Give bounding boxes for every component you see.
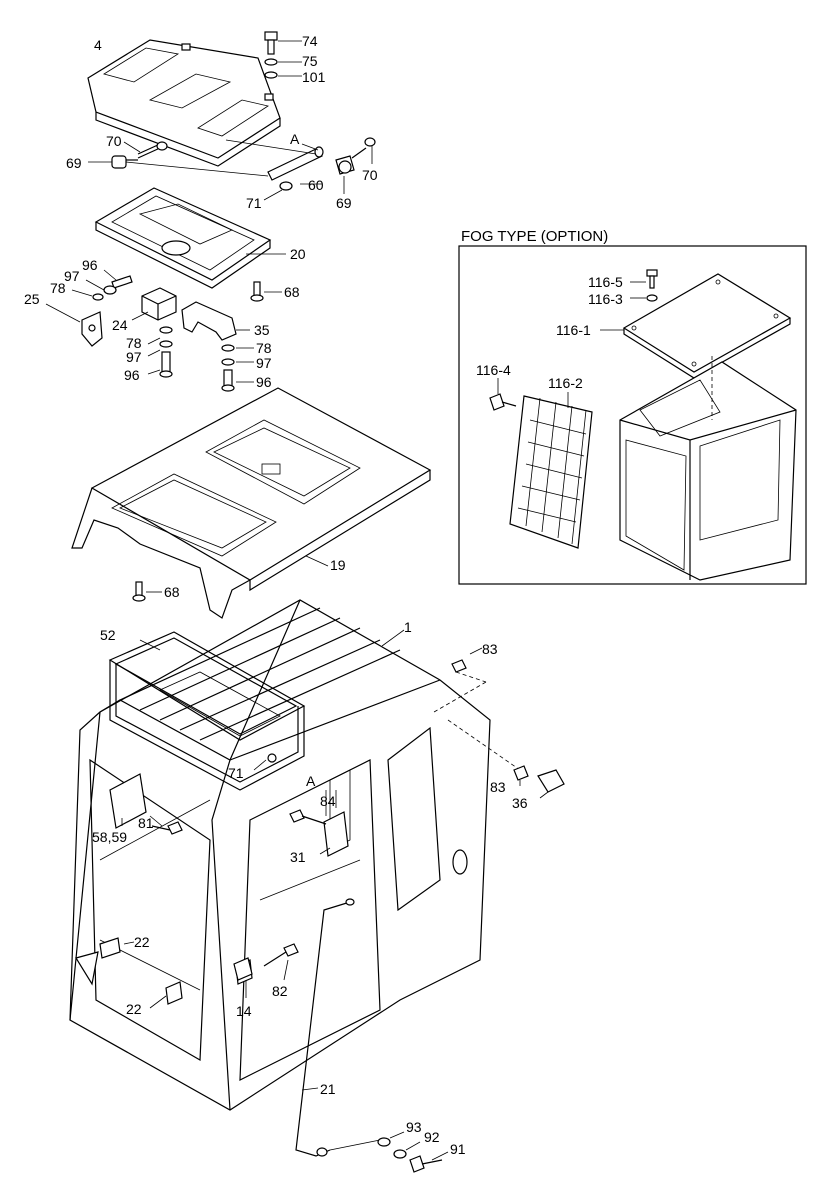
label-70-right: 70: [362, 167, 378, 183]
label-31: 31: [290, 849, 306, 865]
leader-22-upper: [123, 941, 135, 945]
label-116-2: 116-2: [548, 375, 583, 391]
mount-block-24: [131, 287, 177, 321]
label-36: 36: [512, 795, 528, 811]
leader-52: [139, 639, 161, 651]
handrail-52: [108, 631, 306, 791]
roof-panel-19: [71, 387, 432, 619]
label-68-upper: 68: [284, 284, 300, 300]
label-71-upper: 71: [246, 195, 262, 211]
label-97-a: 97: [64, 268, 80, 284]
label-70-left: 70: [106, 133, 122, 149]
screw-68-lower: [132, 581, 162, 602]
label-84: 84: [320, 793, 336, 809]
label-83-upper: 83: [482, 641, 498, 657]
label-96-a: 96: [82, 257, 98, 273]
label-60: 60: [308, 177, 324, 193]
label-101: 101: [302, 69, 326, 85]
label-19: 19: [330, 557, 346, 573]
label-96-c: 96: [256, 374, 272, 390]
label-4: 4: [94, 37, 102, 53]
label-78-b: 78: [126, 335, 142, 351]
label-69-left: 69: [66, 155, 82, 171]
label-75: 75: [302, 53, 318, 69]
lid-frame-part-20: [94, 187, 286, 289]
fog-option-box: [458, 245, 807, 585]
label-116-3: 116-3: [588, 291, 623, 307]
roof-lid-part-4: [87, 39, 281, 167]
label-116-4: 116-4: [476, 362, 511, 378]
label-52: 52: [100, 627, 116, 643]
label-82: 82: [272, 983, 288, 999]
fasteners-93-92-91: [329, 1131, 449, 1173]
label-116-5: 116-5: [588, 274, 623, 290]
hinge-pin-assembly: [88, 137, 376, 201]
part-labels: FOG TYPE (OPTION) 4 74 75 101 70 69 A 70…: [24, 33, 623, 1157]
label-83-lower: 83: [490, 779, 506, 795]
label-35: 35: [254, 322, 270, 338]
grab-handle-35: [181, 301, 250, 341]
label-20: 20: [290, 246, 306, 262]
leader-1: [381, 629, 405, 647]
side-fasteners-83-36: [433, 647, 565, 799]
label-116-1: 116-1: [556, 322, 591, 338]
cab-body-part-1: [69, 599, 491, 1111]
leader-71b: [253, 759, 267, 771]
label-96-b: 96: [124, 367, 140, 383]
label-25: 25: [24, 291, 40, 307]
label-78-c: 78: [256, 340, 272, 356]
label-24: 24: [112, 317, 128, 333]
label-A-upper: A: [290, 131, 300, 147]
label-21: 21: [320, 1081, 336, 1097]
label-22-upper: 22: [134, 934, 150, 950]
fastener-stack-right: [221, 344, 254, 392]
leader-22-lower: [149, 995, 167, 1009]
label-58-59: 58,59: [92, 829, 127, 845]
label-97-c: 97: [256, 355, 272, 371]
bolt-washer-stack-74-75-101: [264, 31, 302, 79]
label-14: 14: [236, 1003, 252, 1019]
label-1: 1: [404, 619, 412, 635]
label-71-lower: 71: [228, 765, 244, 781]
label-68-lower: 68: [164, 584, 180, 600]
option-box-title: FOG TYPE (OPTION): [461, 228, 608, 245]
label-A-lower: A: [306, 773, 316, 789]
leader-31: [319, 847, 331, 855]
label-81: 81: [138, 815, 154, 831]
label-78-a: 78: [50, 280, 66, 296]
bracket-14-bolt-82: [233, 943, 299, 998]
label-22-lower: 22: [126, 1001, 142, 1017]
label-92: 92: [424, 1129, 440, 1145]
left-bracket-group: [45, 269, 133, 347]
label-97-b: 97: [126, 349, 142, 365]
ground-cable-21: [295, 898, 355, 1157]
label-93: 93: [406, 1119, 422, 1135]
label-91: 91: [450, 1141, 466, 1157]
screw-68-upper: [250, 281, 282, 302]
bolts-84-81: [121, 790, 337, 835]
fastener-stack-center: [147, 326, 173, 378]
label-74: 74: [302, 33, 318, 49]
label-69-right: 69: [336, 195, 352, 211]
